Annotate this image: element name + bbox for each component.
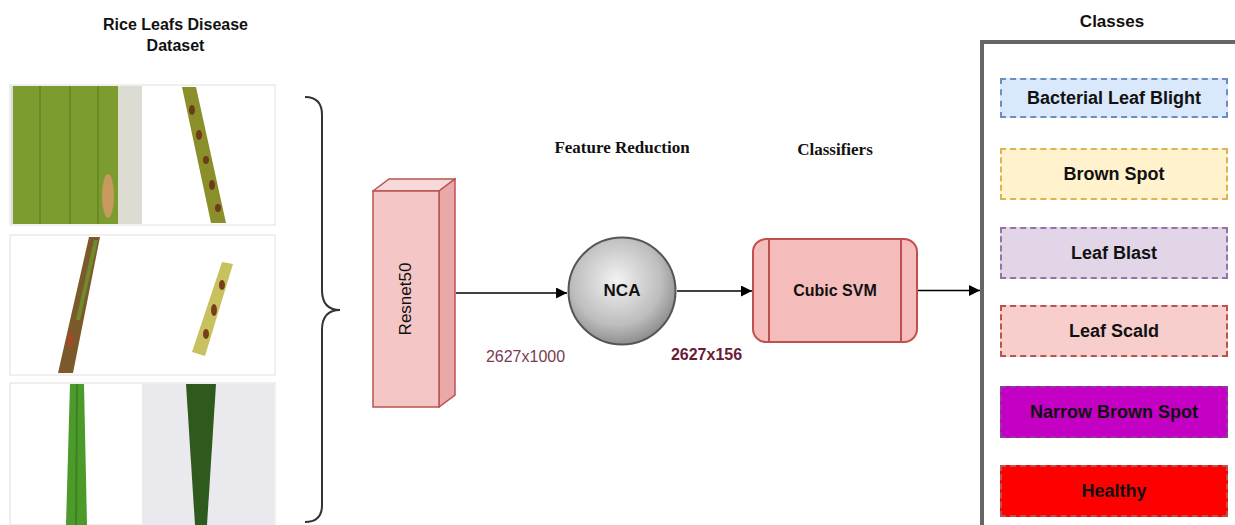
leaf-spot [189, 105, 195, 115]
leaf-spot [203, 329, 209, 339]
dataset-title: Rice Leafs Disease Dataset [88, 14, 263, 56]
leaf-spot [215, 204, 221, 212]
leaf-spot [219, 280, 225, 290]
leaf-streak [76, 240, 98, 320]
edge-dimension: 2627x156 [669, 346, 744, 364]
leaf-vein [39, 86, 41, 224]
leaf-blade [58, 237, 100, 373]
leaf-blade [182, 87, 226, 223]
panel-heading: Classes [984, 12, 1235, 32]
stage-label: Feature Reduction [554, 138, 689, 158]
image-background [11, 86, 142, 224]
resnet-block: Resnet50 [372, 178, 456, 408]
class-box: Brown Spot [1000, 148, 1228, 200]
leaf-blade [192, 262, 233, 356]
stage-label: Classifiers [797, 140, 873, 160]
leaf-spot [211, 304, 217, 316]
image-background [142, 384, 274, 525]
image-frame [10, 235, 275, 375]
image-frame [10, 383, 275, 525]
classes-panel: Bacterial Leaf BlightBrown SpotLeaf Blas… [980, 40, 1235, 525]
class-label: Narrow Brown Spot [1030, 402, 1198, 423]
flow-arrow [677, 290, 752, 292]
class-box: Narrow Brown Spot [1000, 386, 1228, 438]
class-box: Bacterial Leaf Blight [1000, 78, 1228, 118]
class-label: Leaf Blast [1071, 243, 1157, 264]
leaf-spot [203, 156, 209, 164]
class-label: Brown Spot [1064, 164, 1165, 185]
leaf-lesion [102, 174, 114, 218]
leaf-spot [67, 332, 73, 348]
leaf-spot [196, 130, 202, 140]
class-box: Leaf Scald [1000, 305, 1228, 357]
leaf-vein [97, 86, 99, 224]
edge-dimension: 2627x1000 [484, 348, 567, 366]
box-label: Cubic SVM [793, 282, 877, 300]
circle-label: NCA [604, 281, 641, 301]
leaf-vein [76, 384, 77, 525]
block-label: Resnet50 [396, 263, 416, 336]
reduction-circle: NCA [567, 236, 677, 346]
leaf-blade [66, 384, 87, 525]
classifier-box: Cubic SVM [752, 238, 918, 343]
leaf-blade [13, 86, 118, 224]
circle-outline [569, 238, 676, 345]
leaf-vein [69, 86, 71, 224]
leaf-spot [209, 180, 215, 190]
leaf-blade [186, 384, 216, 525]
image-frame [10, 85, 275, 225]
flow-arrow [918, 290, 980, 292]
class-label: Leaf Scald [1069, 321, 1159, 342]
class-label: Bacterial Leaf Blight [1027, 88, 1201, 109]
class-label: Healthy [1081, 481, 1146, 502]
class-box: Leaf Blast [1000, 227, 1228, 279]
curly-brace [305, 97, 340, 522]
class-box: Healthy [1000, 465, 1228, 517]
cuboid-front [373, 191, 439, 407]
flow-arrow [456, 292, 567, 294]
cuboid-side [439, 179, 455, 407]
